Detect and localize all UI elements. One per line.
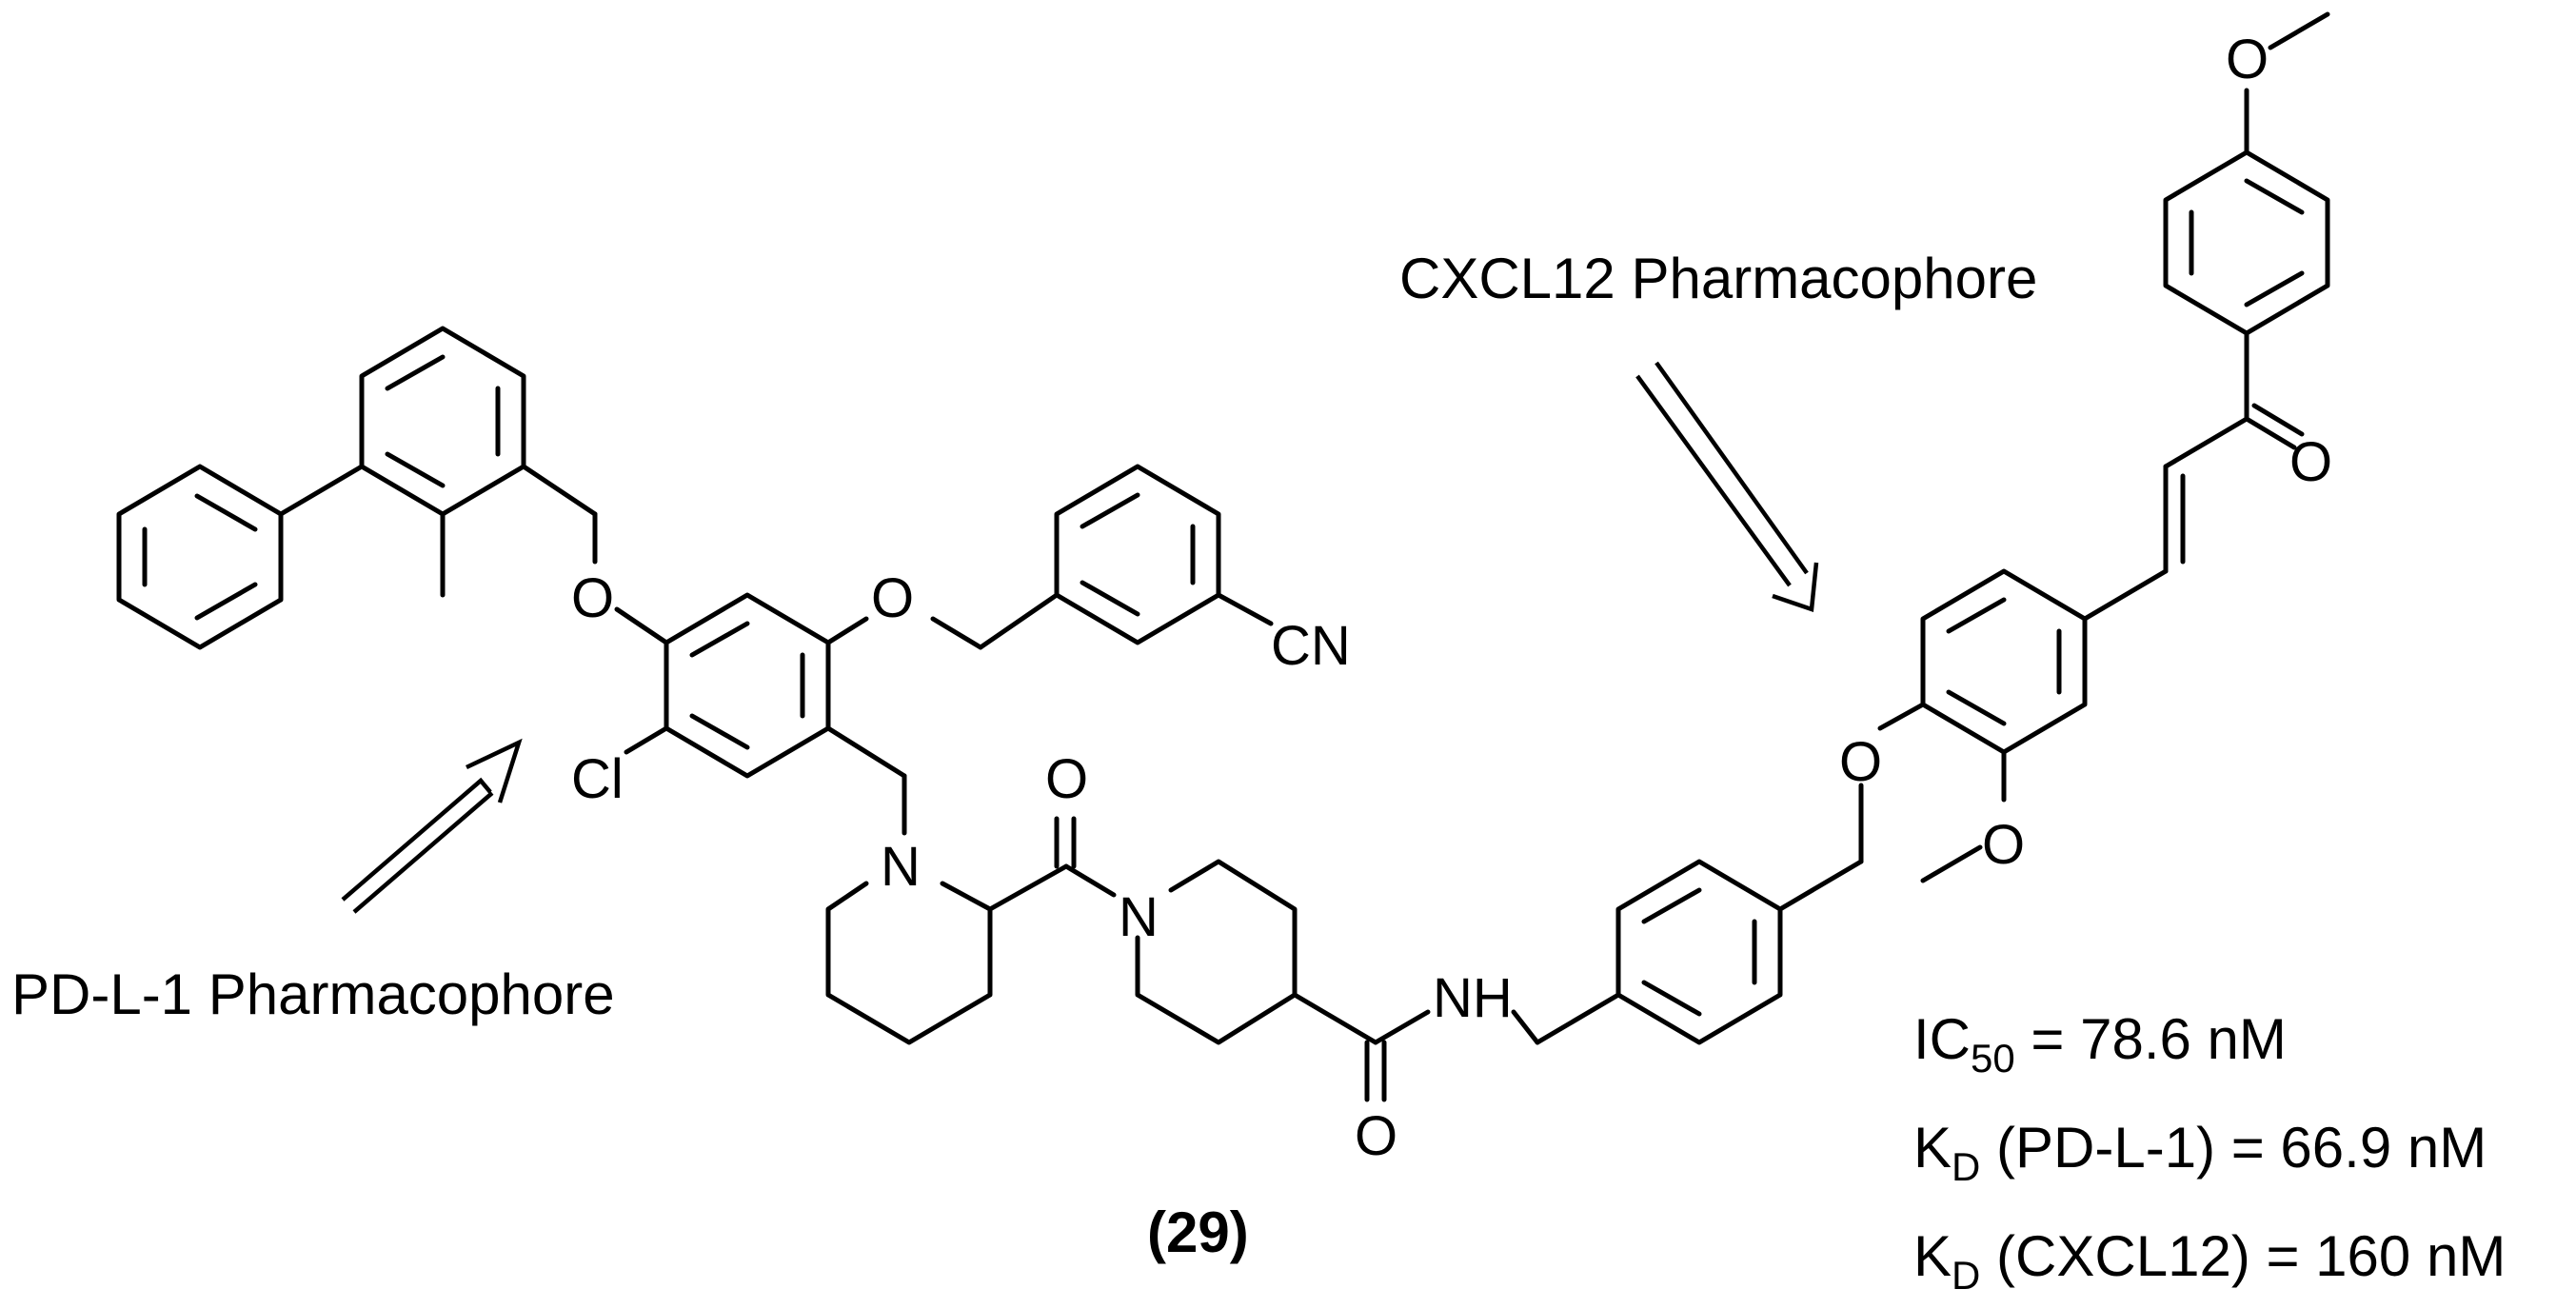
ic50-value: IC50 = 78.6 nM [1913,1007,2287,1081]
atom-o-ketone: O [2289,431,2332,493]
atom-n-piperidine-1: N [881,836,921,898]
atom-o-mid: O [871,567,914,629]
atom-nh: NH [1433,967,1513,1029]
atom-labels: O O CN Cl N O N O NH O O O O [571,29,2332,1167]
bond-skeleton [116,11,2330,1102]
atom-cl: Cl [571,748,624,810]
atom-n-piperidine-2: N [1119,886,1159,948]
atom-o-methoxy: O [1982,814,2025,876]
compound-number: (29) [1147,1200,1249,1264]
cxcl12-arrow [1635,361,1819,613]
atom-o-carbonyl-2: O [1355,1105,1397,1167]
piperidine-ring-2 [1135,859,1298,1045]
cxcl12-pharmacophore-label: CXCL12 Pharmacophore [1399,247,2037,310]
atom-o-left: O [571,567,614,629]
atom-o-ether: O [1839,731,1882,793]
atom-o-top: O [2226,29,2269,90]
kd-pdl1-value: KD (PD-L-1) = 66.9 nM [1913,1116,2487,1189]
piperidine-ring-1 [825,881,993,1045]
pdl1-arrow [341,738,523,914]
kd-cxcl12-value: KD (CXCL12) = 160 nM [1913,1224,2506,1298]
cyanophenyl-ring [1054,464,1221,645]
activity-values: IC50 = 78.6 nM KD (PD-L-1) = 66.9 nM KD … [1913,1007,2506,1298]
atom-o-carbonyl-1: O [1045,748,1088,810]
atom-cn: CN [1271,615,1351,677]
pdl1-pharmacophore-label: PD-L-1 Pharmacophore [11,962,615,1026]
